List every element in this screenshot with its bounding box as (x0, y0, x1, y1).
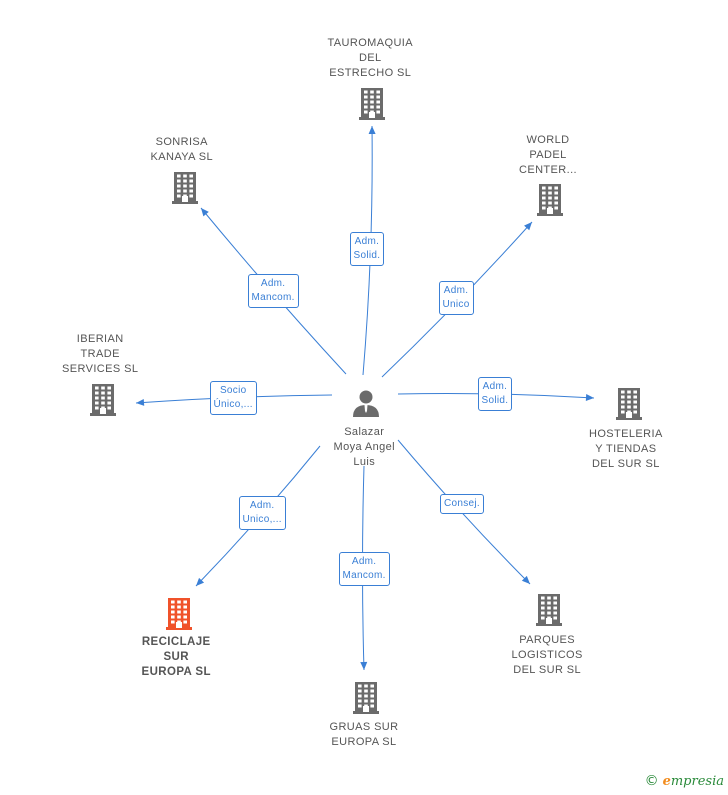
hosteleria-arrowhead (585, 394, 594, 402)
tauromaquia-relation-badge: Adm. Solid. (349, 232, 385, 266)
sonrisa-arrowhead (201, 208, 209, 217)
copyright-symbol: © (644, 773, 659, 789)
reciclaje-relation-badge: Adm. Unico,... (238, 496, 286, 530)
empresia-watermark: ©empresia (645, 773, 724, 789)
world-padel-relation-badge: Adm. Unico (438, 281, 474, 315)
gruas-building-icon[interactable] (353, 682, 379, 714)
world-padel-company-label[interactable]: WORLD PADEL CENTER... (519, 134, 577, 176)
parques-company-label[interactable]: PARQUES LOGISTICOS DEL SUR SL (511, 634, 583, 676)
tauromaquia-building-icon[interactable] (359, 88, 385, 120)
parques-relation-badge: Consej. (440, 494, 485, 514)
hosteleria-company-label[interactable]: HOSTELERIA Y TIENDAS DEL SUR SL (589, 428, 663, 470)
world-padel-building-icon[interactable] (537, 184, 563, 216)
sonrisa-relation-badge: Adm. Mancom. (247, 274, 299, 308)
world-padel-arrowhead (524, 222, 532, 231)
gruas-relation-badge: Adm. Mancom. (338, 552, 390, 586)
reciclaje-arrowhead (196, 577, 205, 586)
hosteleria-relation-badge: Adm. Solid. (477, 377, 513, 411)
reciclaje-building-icon[interactable] (166, 598, 192, 630)
tauromaquia-arrowhead (368, 126, 376, 135)
parques-building-icon[interactable] (536, 594, 562, 626)
reciclaje-company-label[interactable]: RECICLAJE SUR EUROPA SL (141, 636, 211, 678)
gruas-company-label[interactable]: GRUAS SUR EUROPA SL (329, 721, 399, 748)
gruas-arrowhead (360, 661, 368, 670)
person-icon[interactable] (353, 390, 379, 418)
iberian-relation-badge: Socio Único,... (209, 381, 257, 415)
parques-arrowhead (521, 575, 530, 584)
sonrisa-building-icon[interactable] (172, 172, 198, 204)
iberian-arrowhead (136, 398, 145, 406)
iberian-company-label[interactable]: IBERIAN TRADE SERVICES SL (62, 333, 139, 375)
brand-initial: e (662, 774, 671, 789)
iberian-building-icon[interactable] (90, 384, 116, 416)
brand-name: mpresia (670, 774, 724, 789)
tauromaquia-company-label[interactable]: TAUROMAQUIA DEL ESTRECHO SL (327, 37, 413, 79)
center-person-label[interactable]: Salazar Moya Angel Luis (333, 426, 395, 468)
hosteleria-building-icon[interactable] (616, 388, 642, 420)
sonrisa-company-label[interactable]: SONRISA KANAYA SL (150, 136, 213, 163)
